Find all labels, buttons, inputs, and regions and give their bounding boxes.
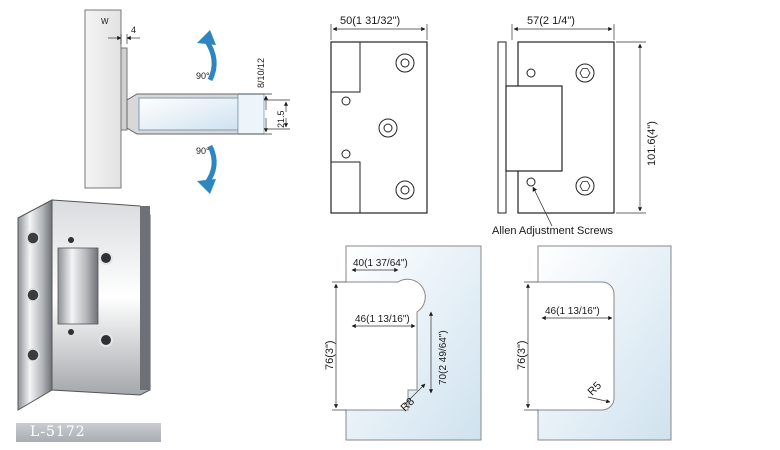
screw-hole-icon: [26, 231, 40, 245]
allen-screw-icon: [99, 251, 113, 265]
allen-screw-icon: [99, 333, 113, 347]
dim-depth: 46(1 13/16"): [545, 306, 600, 317]
screw-icon: [395, 53, 415, 73]
width-label: 57(2 1/4"): [527, 15, 575, 27]
front-view-a: 50(1 31/32"): [330, 15, 428, 214]
dim-glass-thickness: 8/10/12: [256, 58, 266, 88]
side-view: W 4 8/10/12 21.5 90° 90°: [84, 9, 290, 194]
radius-label: R5: [586, 380, 604, 398]
glass-panel: [537, 245, 672, 441]
screw-icon: [378, 118, 398, 138]
dim-height: 76(3"): [324, 340, 336, 370]
arrowhead-up-icon: [197, 30, 216, 45]
angle-label-top: 90°: [196, 71, 210, 81]
screw-icon: [395, 180, 415, 200]
arrowhead-down-icon: [197, 179, 216, 194]
clamp-edge: [140, 206, 150, 390]
glass-cutout-a: 40(1 37/64") 46(1 13/16") 76(3") 70(2 49…: [324, 245, 482, 441]
callout-label: Allen Adjustment Screws: [492, 225, 614, 237]
glass-panel: [345, 245, 482, 441]
hex-screw-icon: [575, 176, 595, 196]
adjust-hole-icon: [341, 96, 351, 106]
front-view-b: 57(2 1/4") 101.6(4") Allen Adjustment Sc…: [492, 15, 658, 237]
glass-edge: [138, 97, 239, 131]
angle-label-bottom: 90°: [196, 146, 210, 156]
glass-panel: [237, 93, 265, 135]
dim-inner: 70(2 49/64"): [438, 330, 449, 385]
product-photo: [17, 199, 151, 411]
adjust-hole-icon: [526, 177, 536, 187]
wall-mark: W: [101, 17, 109, 26]
screw-hole-icon: [26, 288, 40, 302]
hex-screw-icon: [575, 63, 595, 83]
callout-leader: [532, 186, 553, 227]
adjust-hole-icon: [526, 68, 536, 78]
mount-edge: [497, 41, 507, 214]
hinge-knuckle: [505, 85, 563, 172]
adjust-hole-icon: [341, 149, 351, 159]
dim-height: 76(3"): [516, 340, 528, 370]
glass-cutout-b: 46(1 13/16") 76(3") R5: [516, 245, 672, 441]
adjust-hole-icon: [68, 329, 74, 335]
product-code-tag: L-5172: [16, 423, 161, 442]
dim-depth: 46(1 13/16"): [355, 314, 410, 325]
wall-plate: [120, 47, 128, 131]
knuckle-top: [330, 42, 361, 93]
wall-panel: [84, 9, 122, 189]
hinge-knuckle: [57, 247, 99, 325]
product-code: L-5172: [30, 424, 86, 440]
dim-top: 40(1 37/64"): [353, 258, 408, 269]
hinge-wall-leaf: [17, 199, 53, 411]
height-label: 101.6(4"): [646, 121, 658, 166]
dim-offset: 21.5: [276, 110, 286, 128]
dim-thickness: 4: [131, 25, 136, 35]
width-label: 50(1 31/32"): [340, 15, 400, 27]
knuckle-bottom: [330, 161, 361, 213]
adjust-hole-icon: [68, 237, 74, 243]
screw-hole-icon: [26, 348, 40, 362]
